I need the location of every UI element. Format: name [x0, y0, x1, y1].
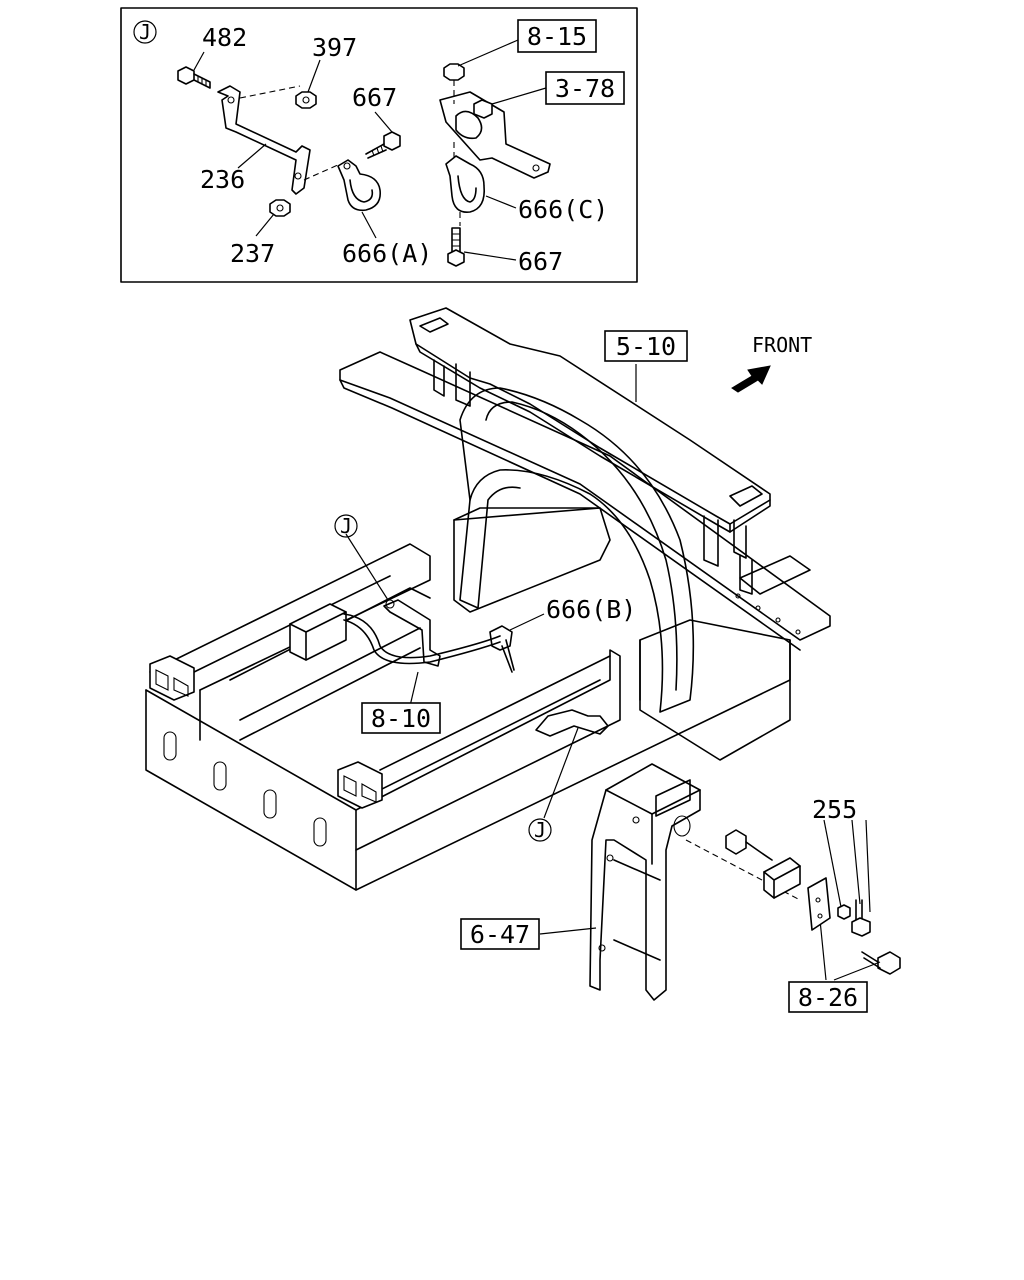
nut-237 [269, 199, 291, 217]
harness-8-10 [343, 599, 609, 737]
bolt-667-top [365, 131, 401, 159]
main-marker-j-lower: J [534, 818, 546, 842]
label-666b: 666(B) [546, 595, 636, 624]
label-box-6-47 [460, 918, 540, 950]
clamp-666c [445, 142, 486, 226]
bolt-482 [177, 66, 211, 89]
label-8-15: 8-15 [527, 22, 587, 51]
main-marker-j-upper-circle [334, 514, 358, 538]
front-label: FRONT [752, 333, 812, 357]
crossmember-5-10 [339, 307, 831, 761]
label-255: 255 [812, 795, 857, 824]
stand-6-47 [589, 763, 801, 1001]
label-box-8-26 [788, 981, 868, 1013]
nut-8-15 [443, 63, 465, 104]
main-marker-j-upper: J [340, 514, 352, 538]
label-237: 237 [230, 239, 275, 268]
front-arrow-icon [731, 365, 771, 393]
label-482: 482 [202, 23, 247, 52]
nut-397 [295, 91, 317, 109]
detail-inset: J [120, 7, 638, 283]
sensor-255 [725, 829, 901, 975]
detail-frame [120, 7, 638, 283]
label-box-8-15 [517, 19, 597, 53]
label-box-3-78 [545, 71, 625, 105]
label-397: 397 [312, 33, 357, 62]
label-box-5-10 [604, 330, 688, 362]
detail-marker: J [139, 20, 151, 44]
lower-chassis [145, 543, 791, 891]
label-box-8-10 [361, 702, 441, 734]
main-marker-j-lower-circle [528, 818, 552, 842]
clamp-666a [337, 159, 382, 212]
front-indicator: FRONT [731, 333, 812, 393]
bracket-3-78 [439, 91, 551, 179]
label-8-26: 8-26 [798, 983, 858, 1012]
label-666c: 666(C) [518, 195, 608, 224]
label-3-78: 3-78 [555, 74, 615, 103]
detail-marker-circle [133, 20, 157, 44]
label-667-bottom: 667 [518, 247, 563, 276]
label-8-10: 8-10 [371, 704, 431, 733]
label-667-top: 667 [352, 83, 397, 112]
bolt-667-bottom [447, 227, 465, 267]
label-5-10: 5-10 [616, 332, 676, 361]
bracket-236 [217, 85, 341, 195]
label-6-47: 6-47 [470, 920, 530, 949]
label-666a: 666(A) [342, 239, 432, 268]
label-236: 236 [200, 165, 245, 194]
main-assembly: FRONT [145, 307, 901, 1013]
